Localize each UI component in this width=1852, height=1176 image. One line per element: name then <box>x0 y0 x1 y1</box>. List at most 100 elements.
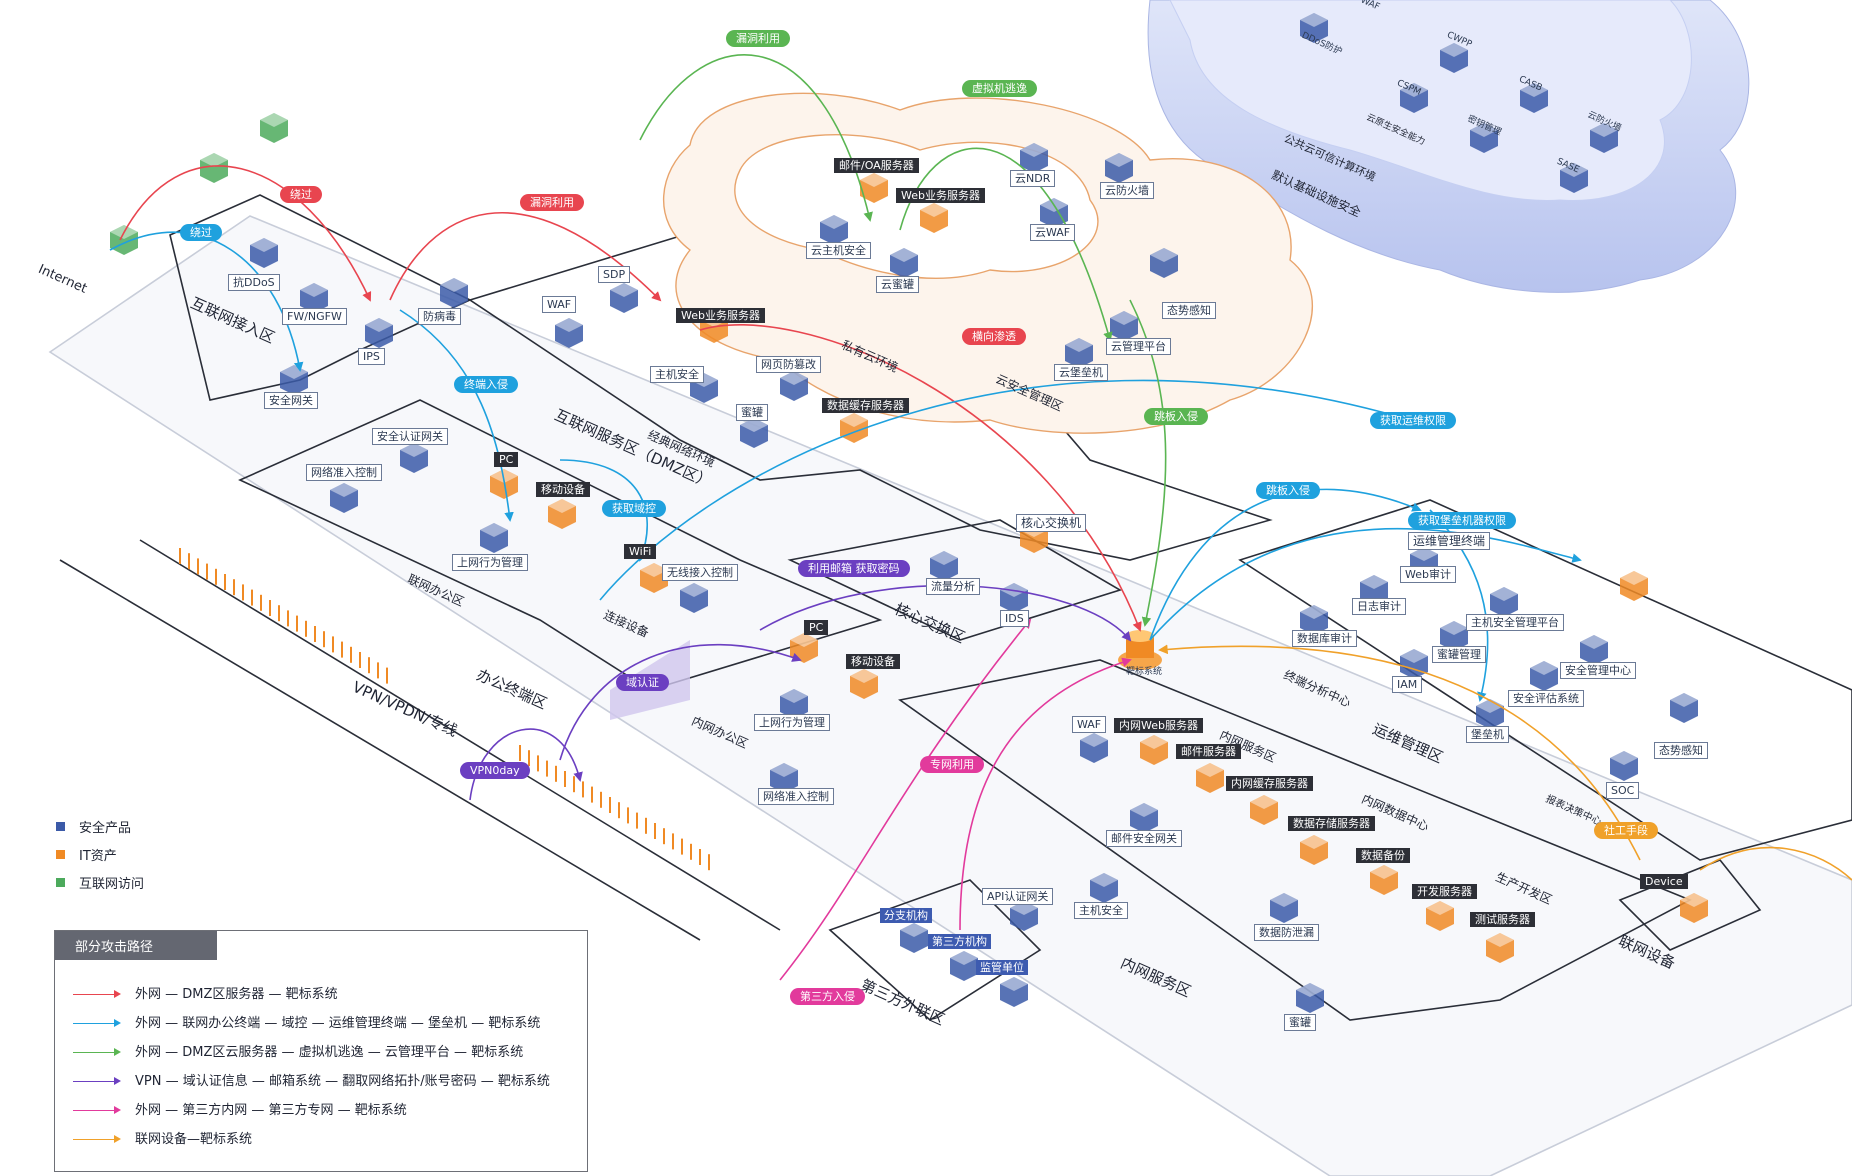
node-icon <box>780 689 808 719</box>
node-icon <box>1360 575 1388 605</box>
node-mail-server: 邮件服务器 <box>1176 744 1241 759</box>
node-icon <box>950 951 978 981</box>
node-traffic: 流量分析 <box>926 578 980 595</box>
legend-swatch <box>56 849 65 859</box>
legend-swatch <box>56 821 65 831</box>
node-host-sec: 主机安全 <box>650 366 704 383</box>
attack-path-row: VPN — 域认证信息 — 邮箱系统 — 翻取网络拓扑/账号密码 — 靶标系统 <box>73 1070 550 1089</box>
attack-path-row: 外网 — 联网办公终端 — 域控 — 运维管理终端 — 堡垒机 — 靶标系统 <box>73 1012 540 1031</box>
legend-label: 互联网访问 <box>79 876 145 892</box>
node-anti-virus: 防病毒 <box>418 308 461 325</box>
node-icon <box>1110 311 1138 341</box>
attack-paths-title: 部分攻击路径 <box>55 931 217 960</box>
node-icon <box>840 413 868 443</box>
node-data-storage: 数据存储服务器 <box>1288 816 1375 831</box>
pill-mail-pwd: 利用邮箱 获取密码 <box>798 560 910 577</box>
node-cloud-fw: 云防火墙 <box>1100 182 1154 199</box>
node-icon <box>1300 13 1328 43</box>
node-cloud-mgmt-platform: 云管理平台 <box>1106 338 1171 355</box>
node-icon <box>920 203 948 233</box>
node-icon <box>555 318 583 348</box>
pill-vuln2: 漏洞利用 <box>520 194 584 211</box>
node-web-behavior2: 上网行为管理 <box>754 714 830 731</box>
node-icon <box>1130 803 1158 833</box>
node-ids: IDS <box>1000 610 1029 627</box>
node-icon <box>1270 893 1298 923</box>
pill-get-ops: 获取运维权限 <box>1370 412 1456 429</box>
node-icon <box>365 318 393 348</box>
node-nac2: 网络准入控制 <box>758 788 834 805</box>
legend-row-asset: IT资产 <box>56 840 144 868</box>
node-cloud-ndr: 云NDR <box>1010 170 1056 187</box>
node-icon <box>900 923 928 953</box>
node-branch: 分支机构 <box>880 908 932 923</box>
legend-label: 安全产品 <box>79 820 132 836</box>
node-icon <box>1400 649 1428 679</box>
node-web-biz: Web业务服务器 <box>896 188 985 203</box>
node-icon <box>1580 635 1608 665</box>
attack-path-text: 外网 — DMZ区云服务器 — 虚拟机逃逸 — 云管理平台 — 靶标系统 <box>135 1045 524 1060</box>
node-honeypot: 蜜罐 <box>736 404 768 421</box>
node-sec-gateway: 安全网关 <box>264 392 318 409</box>
node-device: Device <box>1640 874 1688 889</box>
node-icon <box>400 443 428 473</box>
node-api-gw: API认证网关 <box>982 888 1054 905</box>
node-icon <box>1296 983 1324 1013</box>
node-intra-web: 内网Web服务器 <box>1114 718 1203 733</box>
node-web-tamper: 网页防篡改 <box>756 356 821 373</box>
node-icon <box>1610 751 1638 781</box>
node-icon <box>480 523 508 553</box>
node-icon <box>820 215 848 245</box>
node-web-audit: Web审计 <box>1400 566 1456 583</box>
node-icon <box>1000 583 1028 613</box>
node-icon <box>1486 933 1514 963</box>
arrow-icon <box>73 1019 121 1027</box>
node-icon <box>1530 661 1558 691</box>
node-icon <box>1620 571 1648 601</box>
arrow-icon <box>73 1135 121 1143</box>
node-target: 靶标系统 <box>1126 667 1163 677</box>
attack-path-text: 联网设备—靶标系统 <box>135 1132 253 1147</box>
pill-get-bastion: 获取堡垒机器权限 <box>1408 512 1516 529</box>
attack-path-text: 外网 — DMZ区服务器 — 靶标系统 <box>135 987 338 1002</box>
node-icon <box>1140 735 1168 765</box>
node-cloud-host-sec: 云主机安全 <box>806 242 871 259</box>
legend-row-security: 安全产品 <box>56 812 144 840</box>
pill-bypass-red: 绕过 <box>280 186 322 203</box>
node-wifi: WiFi <box>624 544 657 559</box>
node-mail-gw: 邮件安全网关 <box>1106 830 1182 847</box>
node-icon <box>1020 143 1048 173</box>
node-ops-terminal: 运维管理终端 <box>1408 532 1491 550</box>
pill-jump-in: 跳板入侵 <box>1144 408 1208 425</box>
node-icon <box>1476 699 1504 729</box>
node-icon <box>780 371 808 401</box>
node-icon <box>640 563 668 593</box>
node-icon <box>1440 43 1468 73</box>
node-icon <box>1065 338 1093 368</box>
pill-terminal-in: 终端入侵 <box>454 376 518 393</box>
node-cache-server: 数据缓存服务器 <box>822 398 909 413</box>
node-icon <box>1426 901 1454 931</box>
node-icon <box>260 113 288 143</box>
node-intra-waf: WAF <box>1072 716 1107 733</box>
node-pc2: PC <box>804 620 829 635</box>
arrow-icon <box>73 1077 121 1085</box>
node-icon <box>440 278 468 308</box>
node-icon <box>610 283 638 313</box>
node-soc: SOC <box>1606 782 1640 799</box>
node-situation: 态势感知 <box>1162 302 1216 319</box>
node-icon <box>1080 733 1108 763</box>
arrow-icon <box>73 990 121 998</box>
pill-get-domain: 获取域控 <box>602 500 666 517</box>
node-icon <box>1370 865 1398 895</box>
node-host-sec-platform: 主机安全管理平台 <box>1466 614 1564 631</box>
node-sec-auth-gw: 安全认证网关 <box>372 428 448 445</box>
node-data-backup: 数据备份 <box>1356 848 1410 863</box>
pill-vuln1: 漏洞利用 <box>726 30 790 47</box>
node-fw-ngfw: FW/NGFW <box>282 308 347 325</box>
node-icon <box>1520 83 1548 113</box>
node-icon <box>740 418 768 448</box>
node-icon <box>1300 605 1328 635</box>
pill-bypass-blue: 绕过 <box>180 224 222 241</box>
node-icon <box>850 669 878 699</box>
